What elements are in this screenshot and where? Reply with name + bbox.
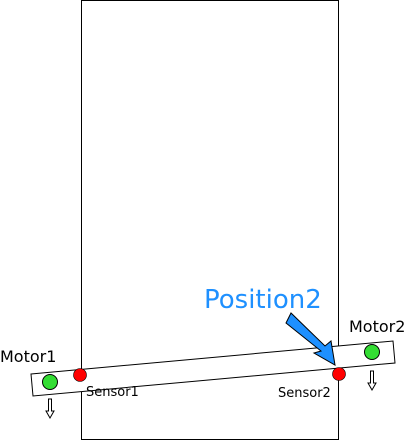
position-label: Position2	[204, 285, 322, 315]
sensor2-label: Sensor2	[278, 386, 331, 401]
motor2-label: Motor2	[349, 317, 405, 336]
motor1-marker	[42, 374, 58, 390]
motor1-label: Motor1	[0, 347, 56, 366]
motor2-marker	[364, 344, 380, 360]
motor2-arrow-down-icon	[367, 370, 377, 392]
position-arrow-icon	[285, 312, 336, 366]
motor1-arrow-down-icon	[45, 398, 55, 420]
sensor1-label: Sensor1	[86, 385, 139, 400]
sensor1-marker	[73, 368, 87, 382]
tilted-beam	[30, 340, 396, 397]
sensor2-marker	[332, 367, 346, 381]
